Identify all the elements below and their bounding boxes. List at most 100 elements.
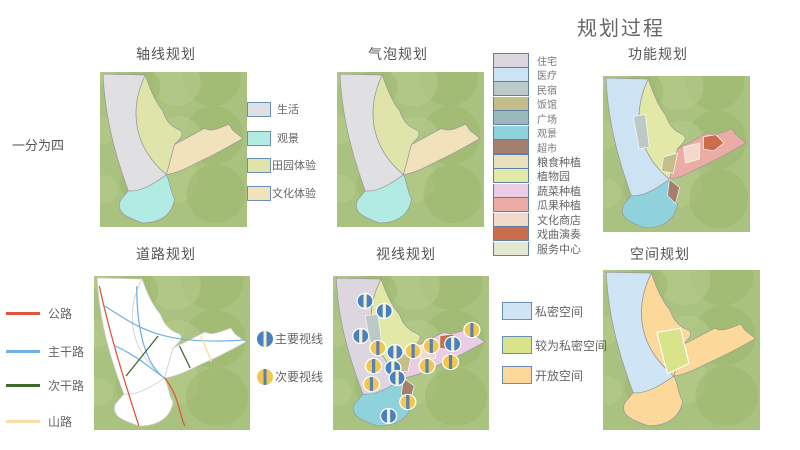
map-function (603, 76, 750, 232)
terrain-texture (658, 270, 711, 306)
panel-title-sight: 视线规划 (376, 247, 436, 263)
terrain-texture (152, 72, 201, 107)
main-title: 规划过程 (577, 16, 665, 40)
legend-swatch (502, 336, 532, 354)
legend-item: 植物园 (493, 169, 581, 184)
legend-swatch (247, 185, 271, 201)
legend-swatch (502, 302, 532, 320)
map-region-beige (165, 123, 244, 176)
function-legend: 住宅医疗民宿饭馆广场观景超市粮食种植植物园蔬菜种植瓜果种植文化商店戏曲演奏服务中… (493, 52, 581, 257)
terrain-texture (100, 174, 119, 203)
panel-title-axis: 轴线规划 (136, 47, 196, 63)
terrain-texture (424, 368, 487, 426)
legend-swatch (493, 154, 529, 170)
legend-swatch (247, 101, 271, 117)
legend-label: 山路 (48, 415, 73, 429)
legend-label: 开放空间 (535, 368, 584, 383)
map-axis (100, 72, 247, 227)
legend-line (6, 350, 40, 353)
legend-swatch (247, 130, 271, 146)
legend-line (6, 312, 40, 315)
main-sight-icon (257, 330, 273, 347)
legend-item: 医疗 (493, 67, 581, 82)
legend-label: 超市 (537, 143, 557, 155)
terrain-texture (655, 76, 704, 111)
legend-item: 服务中心 (493, 241, 581, 257)
terrain-texture (603, 375, 623, 406)
legend-item: 瓜果种植 (493, 198, 581, 213)
legend-item: 观景 (493, 125, 581, 141)
legend-swatch (493, 111, 529, 126)
legend-label: 蔬菜种植 (537, 184, 581, 198)
map-road (94, 276, 250, 430)
secondary-sight-icon (257, 368, 273, 385)
legend-label: 广场 (537, 114, 557, 126)
legend-item: 饭馆 (493, 96, 581, 112)
legend-item: 民宿 (493, 82, 581, 97)
road-line (98, 285, 140, 427)
road-line (164, 377, 186, 427)
function-zone (703, 134, 725, 152)
legend-label: 观景 (537, 129, 557, 141)
road-line (125, 335, 159, 377)
legend-item: 蔬菜种植 (493, 183, 581, 199)
legend-swatch (493, 82, 529, 97)
legend-label: 生活 (277, 103, 299, 116)
panel-title-road: 道路规划 (136, 247, 196, 263)
map-region-beige (402, 123, 481, 176)
legend-item: 住宅 (493, 52, 581, 68)
road-line (178, 345, 191, 369)
terrain-texture (333, 378, 353, 406)
legend-item: 粮食种植 (493, 154, 581, 170)
legend-swatch (493, 96, 529, 111)
legend-line (6, 384, 40, 387)
terrain-texture (689, 169, 748, 228)
legend-item: 戏曲演奏 (493, 227, 581, 242)
panel-title-function: 功能规划 (628, 47, 688, 63)
terrain-texture (603, 179, 622, 208)
legend-swatch (493, 169, 529, 184)
terrain-texture (94, 378, 114, 406)
function-zone (632, 114, 650, 150)
legend-label: 较为私密空间 (535, 338, 608, 353)
semi-private-zone (656, 327, 690, 375)
terrain-texture (149, 276, 201, 310)
legend-label: 饭馆 (537, 100, 557, 112)
legend-label: 次要视线 (275, 370, 324, 384)
terrain-texture (185, 368, 248, 426)
terrain-texture (423, 164, 482, 223)
map-space (603, 270, 760, 430)
legend-label: 文化体验 (272, 187, 316, 200)
legend-label: 服务中心 (537, 242, 581, 256)
legend-swatch (493, 183, 529, 198)
legend-item: 广场 (493, 111, 581, 126)
legend-label: 民宿 (537, 85, 557, 97)
legend-label: 主干路 (48, 345, 85, 359)
terrain-texture (388, 276, 440, 310)
legend-swatch (502, 366, 532, 384)
map-region-green (135, 74, 183, 176)
terrain-texture (695, 365, 758, 426)
legend-label: 植物园 (537, 170, 570, 184)
side-label: 一分为四 (12, 139, 65, 154)
panel-title-bubble: 气泡规划 (368, 47, 428, 63)
legend-label: 次干路 (48, 379, 85, 393)
legend-swatch (247, 157, 271, 173)
legend-item: 文化商店 (493, 212, 581, 228)
legend-line (6, 420, 40, 423)
function-zone (661, 152, 678, 174)
function-zone (667, 178, 680, 205)
legend-swatch (493, 212, 529, 227)
legend-label: 田园体验 (272, 159, 316, 172)
legend-label: 观景 (277, 132, 299, 145)
legend-label: 主要视线 (275, 332, 324, 346)
legend-swatch (493, 227, 529, 242)
terrain-texture (186, 164, 245, 223)
map-bubble (337, 72, 484, 227)
terrain-texture (389, 72, 438, 107)
legend-label: 瓜果种植 (537, 199, 581, 213)
road-line (200, 335, 213, 363)
legend-swatch (493, 198, 529, 213)
map-region-green (372, 74, 420, 176)
